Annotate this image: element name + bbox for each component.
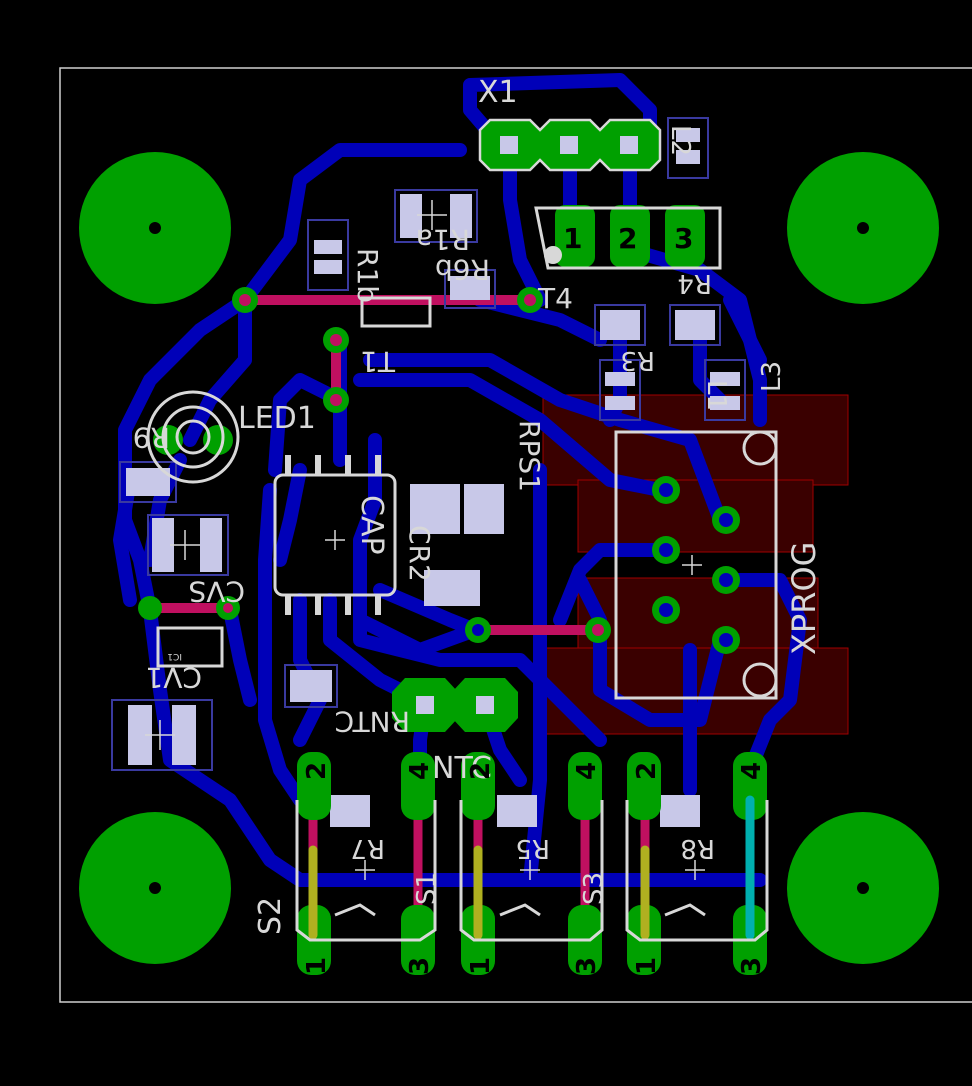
vias-and-pads xyxy=(138,287,740,732)
header-pin-1: 1 xyxy=(563,222,582,255)
label-cvs: CVS xyxy=(189,575,245,608)
label-led1: LED1 xyxy=(238,401,316,436)
board-outline xyxy=(59,67,972,1003)
label-l3: L3 xyxy=(757,361,787,392)
switch-pad-overlays xyxy=(308,795,755,940)
label-cap: CAP xyxy=(354,495,389,555)
label-ic1: IC1 xyxy=(167,651,182,661)
label-l1: L1 xyxy=(701,380,731,411)
switch-pin-numbers: 2 4 1 3 2 4 1 3 2 4 1 3 xyxy=(302,762,767,975)
label-s2: S2 xyxy=(253,897,288,935)
s2-pin-4: 4 xyxy=(405,762,435,780)
label-rps1: RPS1 xyxy=(513,420,546,492)
three-pin-connector xyxy=(534,205,722,270)
label-r8: R8 xyxy=(680,833,715,863)
label-r4: R4 xyxy=(677,268,712,298)
switch-pads xyxy=(297,752,767,975)
s3-pin-1: 1 xyxy=(632,957,662,975)
label-r3: R3 xyxy=(620,345,655,375)
mounting-holes xyxy=(79,152,939,964)
label-r7: R7 xyxy=(350,833,385,863)
label-r1b: R1b xyxy=(351,248,384,303)
s1-pin-4: 4 xyxy=(572,762,602,780)
origin-crosshairs xyxy=(145,200,705,880)
s3-pin-3: 3 xyxy=(737,957,767,975)
s3-pin-2: 2 xyxy=(632,762,662,780)
s1-pin-3: 3 xyxy=(572,957,602,975)
s2-pin-1: 1 xyxy=(302,957,332,975)
label-xprog: XPROG xyxy=(785,542,823,655)
label-cv1: CV1 xyxy=(145,661,202,694)
header-pin-3: 3 xyxy=(674,222,693,255)
s2-pin-3: 3 xyxy=(405,957,435,975)
label-r5: R5 xyxy=(515,833,550,863)
header-pin-2: 2 xyxy=(618,222,637,255)
s3-pin-4: 4 xyxy=(737,762,767,780)
ic-pins xyxy=(285,455,381,615)
label-x1: X1 xyxy=(478,75,518,110)
label-t1: T1 xyxy=(360,345,396,378)
label-cr2: CR2 xyxy=(403,525,436,582)
label-r1a: R1a xyxy=(416,223,470,256)
label-s3: S3 xyxy=(579,872,609,905)
s1-pin-1: 1 xyxy=(466,957,496,975)
label-l2: L2 xyxy=(665,125,695,156)
label-r9: R9 xyxy=(133,421,170,454)
s2-pin-2: 2 xyxy=(302,762,332,780)
label-ntc: NTC xyxy=(432,751,492,786)
silkscreen-outlines xyxy=(146,296,778,942)
x1-header-pads xyxy=(478,118,662,172)
s1-pin-2: 2 xyxy=(466,762,496,780)
label-s1: S1 xyxy=(412,872,442,905)
label-rntc: RNTC xyxy=(335,705,410,738)
label-t4: T4 xyxy=(537,282,573,315)
label-r6b: R6b xyxy=(435,253,490,286)
